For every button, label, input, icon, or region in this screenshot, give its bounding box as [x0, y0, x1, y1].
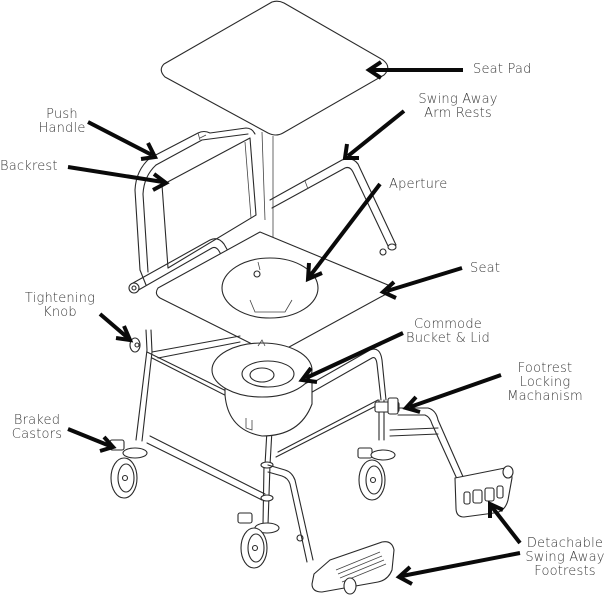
label-line: Push: [46, 107, 78, 122]
guide-line: [261, 131, 266, 221]
label-line: Tightening: [24, 291, 96, 306]
label-line: Braked: [13, 413, 61, 428]
label-line: Handle: [38, 121, 86, 136]
seat-part: [155, 231, 392, 355]
label-footrest-locking-mechanism: Footrest Locking Machanism: [502, 362, 588, 404]
label-commode-bucket-lid: Commode Bucket & Lid: [404, 318, 492, 346]
label-line: Footrest: [517, 361, 573, 376]
label-line: Knob: [43, 305, 77, 320]
label-seat: Seat: [470, 261, 501, 276]
arrow-tightening-knob: [98, 312, 134, 343]
arrow-detachable-footrest-right: [488, 500, 522, 545]
commode-bucket: [211, 339, 313, 437]
label-line: Bucket & Lid: [406, 331, 490, 346]
label-push-handle: Push Handle: [30, 108, 94, 136]
arrow-detachable-footrest-left: [395, 551, 521, 586]
arrow-seat: [379, 266, 463, 300]
arrow-braked-castors: [67, 427, 117, 453]
label-line: Commode: [414, 317, 482, 332]
arrow-seat-pad: [365, 60, 463, 80]
label-detachable-swing-away-footrests: Detachable Swing Away Footrests: [521, 537, 609, 579]
label-line: Arm Rests: [424, 106, 492, 121]
label-seat-pad: Seat Pad: [473, 62, 532, 77]
castor-front-right: [237, 512, 280, 569]
footrest-left: [267, 464, 395, 595]
castor-front-left: [109, 439, 148, 499]
label-line: Castors: [11, 427, 63, 442]
footrest-right: [454, 465, 514, 518]
arrow-push-handle: [87, 120, 159, 161]
arrow-backrest: [67, 165, 170, 192]
seat-pad-part: [160, 0, 389, 136]
label-braked-castors: Braked Castors: [4, 414, 70, 442]
right-arm-rest: [269, 158, 397, 256]
label-line: Machanism: [507, 389, 583, 404]
arrow-swing-away-arm-rests: [342, 109, 406, 160]
label-swing-away-arm-rests: Swing Away Arm Rests: [408, 93, 508, 121]
label-line: Footrests: [534, 564, 596, 579]
castor-rear-right: [357, 447, 396, 501]
footrest-locking-mechanism: [374, 397, 469, 491]
label-line: Swing Away: [418, 92, 498, 107]
label-line: Locking: [519, 375, 571, 390]
label-aperture: Aperture: [389, 177, 448, 192]
arrow-aperture: [305, 182, 382, 283]
label-line: Swing Away: [525, 550, 605, 565]
arrow-commode-bucket: [298, 331, 404, 384]
label-tightening-knob: Tightening Knob: [18, 292, 102, 320]
arrow-footrest-locking: [402, 373, 502, 414]
label-backrest: Backrest: [0, 159, 58, 174]
label-line: Detachable: [526, 536, 604, 551]
